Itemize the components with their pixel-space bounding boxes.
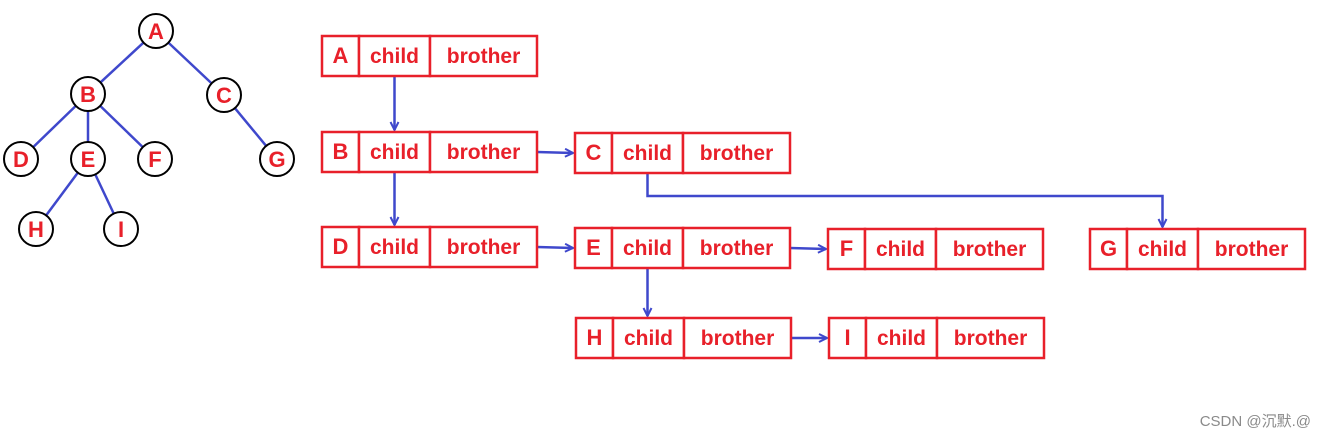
record-child-label: child: [370, 45, 419, 68]
tree-node-circle: [259, 141, 295, 177]
record-child-cell: [610, 131, 685, 175]
tree-node-circle: [206, 77, 242, 113]
watermark: CSDN @沉默.@: [1199, 413, 1311, 430]
tree-node-circle: [70, 76, 106, 112]
tree-node-circle: [3, 141, 39, 177]
record-key-label: D: [333, 234, 349, 259]
tree-node-label: I: [118, 217, 124, 242]
tree-node-d: D: [3, 141, 39, 177]
record-child-label: child: [877, 327, 926, 350]
record-child-cell: [357, 34, 432, 78]
record-brother-label: brother: [701, 327, 775, 350]
tree-node-b: B: [70, 76, 106, 112]
record-child-cell: [357, 130, 432, 174]
record-key-label: H: [587, 325, 603, 350]
record-child-cell: [357, 225, 432, 269]
tree-node-circle: [138, 13, 174, 49]
tree-edge-a-c: [167, 41, 213, 85]
record-brother-cell: [1196, 227, 1307, 271]
tree-edge-e-i: [94, 173, 115, 215]
record-brother-label: brother: [447, 141, 521, 164]
tree-node-label: H: [28, 217, 44, 242]
record-brother-cell: [681, 226, 792, 270]
tree-node-label: F: [148, 147, 161, 172]
tree-node-circle: [70, 141, 106, 177]
tree-node-f: F: [137, 141, 173, 177]
record-child-label: child: [623, 237, 672, 260]
link-brother-b-c: [536, 152, 573, 153]
record-child-label: child: [370, 141, 419, 164]
record-key-cell: [1088, 227, 1129, 271]
tree-edge-a-b: [99, 41, 145, 84]
tree-node-g: G: [259, 141, 295, 177]
tree-node-circle: [103, 211, 139, 247]
record-key-label: C: [586, 140, 602, 165]
record-brother-cell: [428, 225, 539, 269]
record-child-label: child: [876, 238, 925, 261]
record-child-label: child: [1138, 238, 1187, 261]
tree-node-e: E: [70, 141, 106, 177]
record-key-label: G: [1100, 236, 1117, 261]
record-brother-label: brother: [700, 237, 774, 260]
tree-node-circle: [18, 211, 54, 247]
tree-node-label: A: [148, 19, 164, 44]
link-child-c-g: [646, 153, 1163, 227]
record-brother-label: brother: [700, 142, 774, 165]
tree-edges: [32, 41, 268, 217]
record-brother-cell: [682, 316, 793, 360]
record-child-label: child: [624, 327, 673, 350]
record-links: [395, 56, 1163, 338]
record-brother-label: brother: [953, 238, 1027, 261]
tree-node-label: D: [13, 147, 29, 172]
tree-node-a: A: [138, 13, 174, 49]
record-brother-cell: [428, 34, 539, 78]
tree-node-circle: [137, 141, 173, 177]
tree-node-label: G: [268, 147, 285, 172]
record-child-cell: [864, 316, 939, 360]
tree-edge-b-f: [99, 104, 144, 149]
record-child-label: child: [370, 236, 419, 259]
record-brother-label: brother: [954, 327, 1028, 350]
link-brother-d-e: [536, 247, 573, 248]
record-key-label: F: [840, 236, 853, 261]
record-key-label: E: [586, 235, 601, 260]
record-child-cell: [610, 226, 685, 270]
record-key-cell: [826, 227, 867, 271]
record-brother-cell: [428, 130, 539, 174]
record-key-label: B: [333, 139, 349, 164]
tree-node-c: C: [206, 77, 242, 113]
record-brother-label: brother: [447, 45, 521, 68]
tree-nodes: A B C D E F G H I: [3, 13, 295, 247]
link-brother-e-f: [789, 248, 826, 249]
record-brother-label: brother: [447, 236, 521, 259]
tree-node-label: E: [81, 147, 96, 172]
tree-edge-e-h: [45, 171, 79, 217]
tree-node-h: H: [18, 211, 54, 247]
tree-edge-c-g: [233, 107, 268, 147]
record-child-label: child: [623, 142, 672, 165]
record-key-cell: [574, 316, 615, 360]
record-key-label: I: [844, 325, 850, 350]
tree-node-label: B: [80, 82, 96, 107]
record-brother-label: brother: [1215, 238, 1289, 261]
record-brother-cell: [934, 227, 1045, 271]
record-key-cell: [320, 130, 361, 174]
record-brother-cell: [935, 316, 1046, 360]
tree-node-label: C: [216, 83, 232, 108]
tree-edge-b-d: [32, 104, 77, 149]
record-key-label: A: [333, 43, 349, 68]
record-brother-cell: [681, 131, 792, 175]
tree-node-i: I: [103, 211, 139, 247]
